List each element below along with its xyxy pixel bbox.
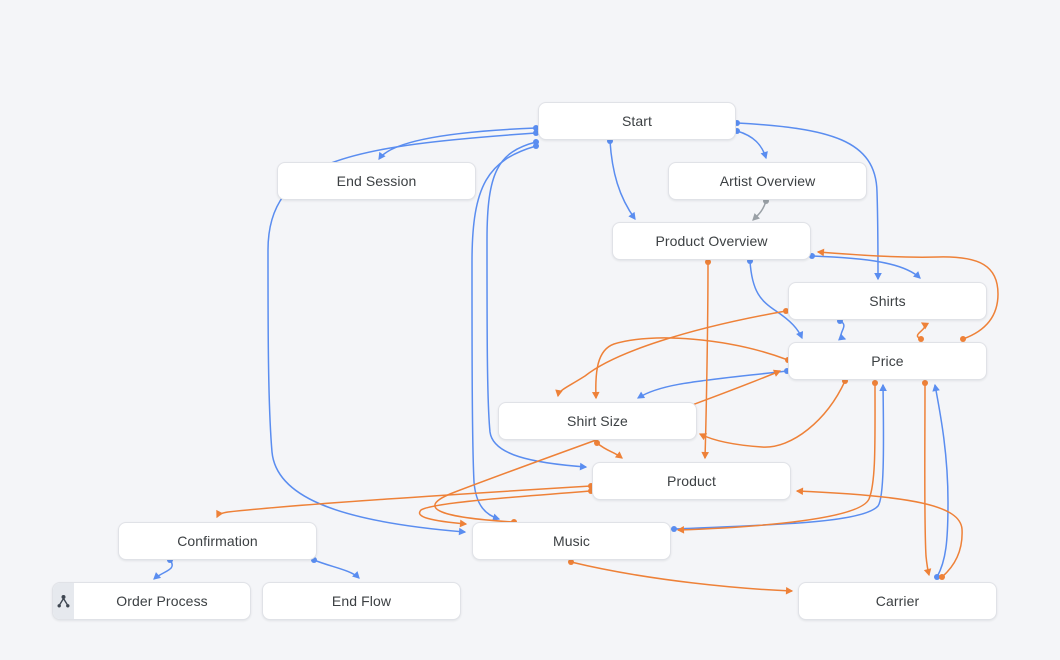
edge-shirt-size-product[interactable] (596, 442, 623, 459)
edge-start-product-overview[interactable] (609, 140, 636, 220)
node-end-session[interactable]: End Session (277, 162, 476, 200)
edge-source-dot (533, 130, 539, 136)
edge-price-shirt-size[interactable] (591, 337, 789, 400)
edge-price-shirt-size[interactable] (636, 370, 788, 399)
node-label: Product (667, 473, 716, 489)
edge-source-dot (568, 559, 574, 565)
node-label: Shirt Size (567, 413, 628, 429)
edge-start-music[interactable] (471, 145, 537, 521)
edge-source-dot (960, 336, 966, 342)
edge-source-dot (533, 125, 539, 131)
node-label: Order Process (116, 593, 208, 609)
edge-price-shirt-size[interactable] (698, 380, 846, 448)
edge-source-dot (594, 440, 600, 446)
node-label: Product Overview (655, 233, 768, 249)
node-label: End Flow (331, 593, 392, 609)
node-product-overview[interactable]: Product Overview (612, 222, 811, 260)
edge-music-carrier[interactable] (570, 561, 794, 595)
edge-music-price[interactable] (434, 369, 782, 523)
node-label: Price (871, 353, 904, 369)
node-artist-overview[interactable]: Artist Overview (668, 162, 867, 200)
node-label: Shirts (869, 293, 906, 309)
node-order-process[interactable]: Order Process (52, 582, 251, 620)
subflow-icon (53, 583, 74, 619)
node-label: Music (552, 533, 591, 549)
edge-product-overview-price[interactable] (749, 260, 804, 340)
edge-source-dot (872, 380, 878, 386)
edge-source-dot (934, 574, 940, 580)
node-shirts[interactable]: Shirts (788, 282, 987, 320)
node-label: Confirmation (177, 533, 258, 549)
node-confirmation[interactable]: Confirmation (118, 522, 317, 560)
node-end-flow[interactable]: End Flow (262, 582, 461, 620)
edge-shirts-shirt-size[interactable] (555, 310, 787, 398)
node-product[interactable]: Product (592, 462, 791, 500)
edge-source-dot (918, 336, 924, 342)
edge-price-music[interactable] (676, 382, 876, 534)
edge-source-dot (705, 259, 711, 265)
edge-source-dot (783, 308, 789, 314)
edge-carrier-product[interactable] (795, 487, 963, 578)
edge-price-carrier[interactable] (923, 382, 932, 577)
edge-product-overview-shirts[interactable] (811, 255, 921, 279)
node-price[interactable]: Price (788, 342, 987, 380)
edge-confirmation-end-flow[interactable] (313, 559, 360, 579)
edge-start-music[interactable] (267, 132, 537, 536)
edge-source-dot (939, 574, 945, 580)
node-label: Start (621, 113, 653, 129)
node-music[interactable]: Music (472, 522, 671, 560)
node-label: Carrier (875, 593, 920, 609)
node-shirt-size[interactable]: Shirt Size (498, 402, 697, 440)
edge-source-dot (922, 380, 928, 386)
edge-start-shirts[interactable] (736, 122, 882, 281)
edge-price-product-overview[interactable] (816, 248, 999, 340)
edge-product-confirmation[interactable] (216, 485, 592, 519)
edge-carrier-price[interactable] (932, 383, 949, 578)
edge-start-end-session[interactable] (378, 127, 537, 160)
edge-source-dot (671, 526, 677, 532)
node-label: End Session (336, 173, 417, 189)
edge-source-dot (533, 143, 539, 149)
node-carrier[interactable]: Carrier (798, 582, 997, 620)
edge-product-music[interactable] (418, 490, 592, 528)
node-label: Artist Overview (719, 173, 816, 189)
node-start[interactable]: Start (538, 102, 736, 140)
edge-start-product[interactable] (486, 141, 588, 471)
edge-product-overview-product[interactable] (701, 261, 709, 460)
edge-start-artist-overview[interactable] (736, 130, 768, 160)
